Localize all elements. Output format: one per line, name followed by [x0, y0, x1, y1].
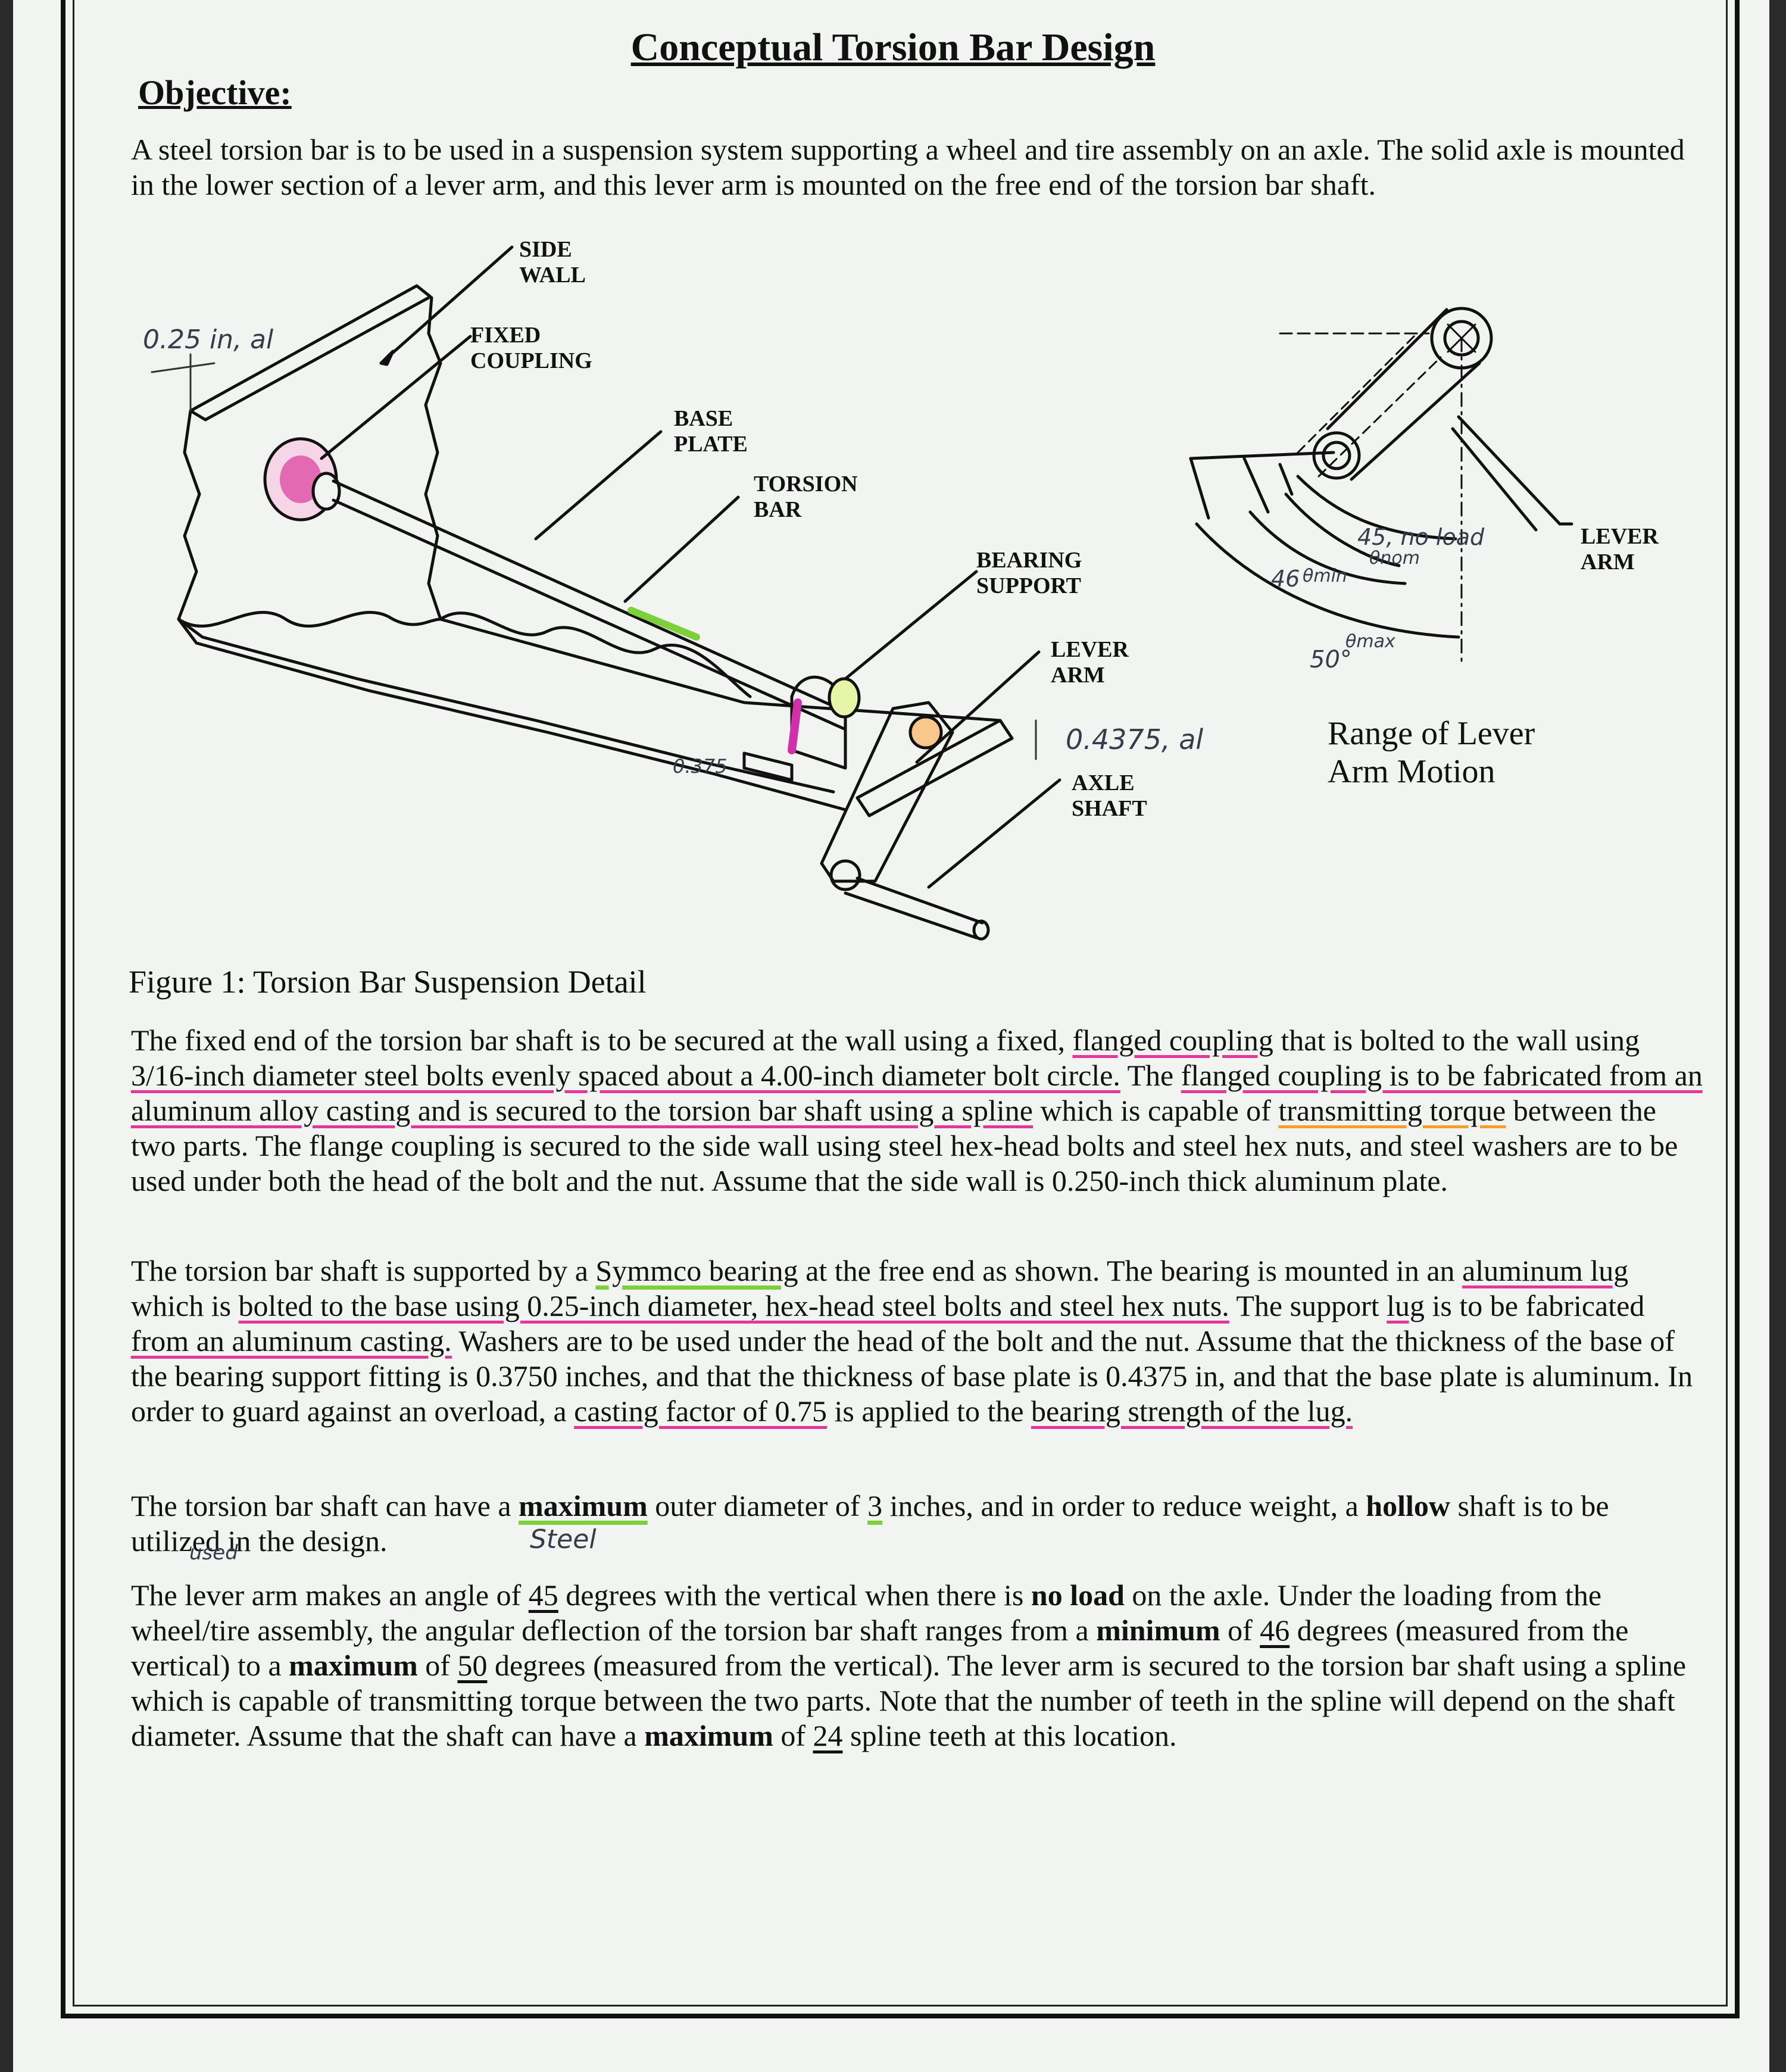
intro-paragraph: A steel torsion bar is to be used in a s…: [131, 133, 1685, 201]
note-min-angle: 46: [1271, 566, 1300, 592]
note-fitting-thickness: 0.375: [673, 755, 727, 778]
base-plate-shape: [177, 617, 835, 794]
paragraph-shaft-diameter: The torsion bar shaft can have a maximum…: [131, 1489, 1609, 1558]
paragraph-bearing: The torsion bar shaft is supported by a …: [131, 1254, 1693, 1428]
label-theta-nom: θnom: [1369, 548, 1420, 569]
objective-heading: Objective:: [138, 73, 292, 112]
label-theta-min: θmin: [1303, 566, 1347, 586]
lever-arm-outline: [1326, 308, 1481, 481]
document-title: Conceptual Torsion Bar Design: [630, 26, 1156, 69]
label-theta-max: θmax: [1345, 631, 1395, 652]
paragraph-fixed-end: The fixed end of the torsion bar shaft i…: [131, 1023, 1703, 1197]
page-border-inner: [73, 0, 1728, 2007]
side-wall-shape: [189, 284, 442, 621]
note-base-thickness: 0.4375, al: [1066, 723, 1204, 756]
torsion-bar-shape: [332, 479, 847, 713]
note-used: used: [189, 1541, 238, 1565]
torsion-bar-diagram: [151, 245, 1573, 941]
page-border: [61, 0, 1740, 2018]
note-max-angle: 50°: [1310, 646, 1352, 673]
note-wall-thickness: 0.25 in, al: [143, 324, 274, 355]
axle-shaft-shape: [855, 876, 984, 925]
lever-arm-shape: [820, 701, 954, 883]
paragraph-lever-angle: The lever arm makes an angle of 45 degre…: [131, 1578, 1687, 1752]
note-steel: Steel: [530, 1524, 597, 1555]
figure-caption: Figure 1: Torsion Bar Suspension Detail: [129, 964, 647, 1000]
note-no-load: 45, no load: [1357, 524, 1485, 550]
